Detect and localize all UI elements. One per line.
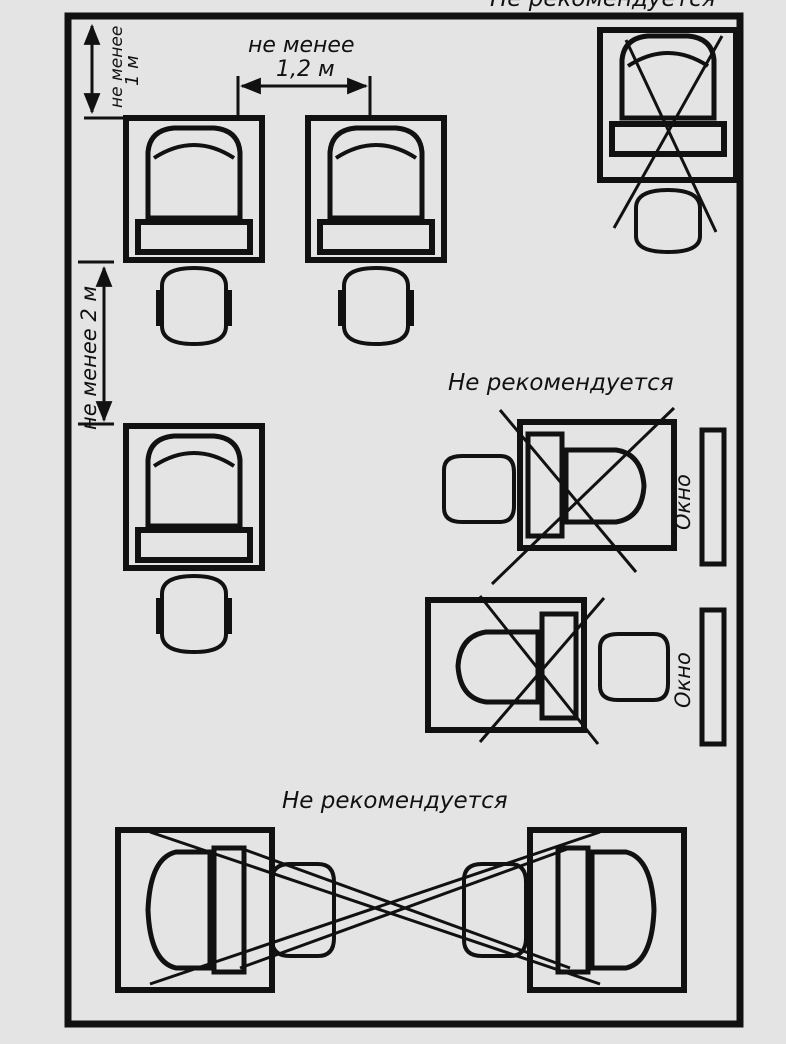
top-clearance-label-2: 1 м [122,55,143,86]
warning-top-right: Не рекомендуется [490,0,716,12]
workstation-top-left [126,118,262,344]
warning-bottom: Не рекомендуется [282,788,508,814]
window-lower: Окно [671,607,727,747]
workstation-middle-left [126,426,262,652]
window-upper-label: Окно [671,474,695,530]
dimension-row-spacing: не менее 2 м [77,260,114,430]
top-clearance-label-1: не менее [107,26,127,108]
window-lower-label: Окно [671,652,695,708]
dimension-top-clearance: не менее 1 м [83,23,143,120]
workstations-middle-right-crossed [425,406,677,745]
dimension-between-desks: не менее 1,2 м [236,33,372,120]
workstations-bottom-crossed [115,827,687,993]
between-desks-label-1: не менее [248,33,355,58]
workstation-top-middle [308,118,444,344]
window-upper: Окно [671,427,727,567]
between-desks-label-2: 1,2 м [276,57,335,82]
row-spacing-label: не менее 2 м [77,286,101,430]
workstation-top-right-crossed [597,27,739,255]
warning-middle-right: Не рекомендуется [448,370,674,396]
room-outline [64,12,744,1028]
